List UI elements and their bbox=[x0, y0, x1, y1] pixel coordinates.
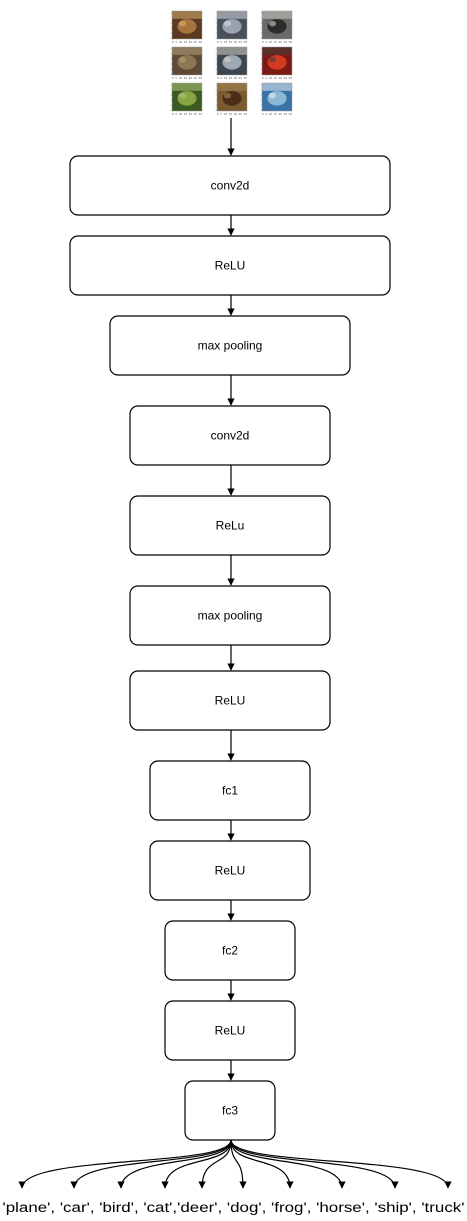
axis-tick-labels: 0 5 10 15 20 25 30 bbox=[262, 40, 292, 44]
layer-box-conv2d-1: conv2d bbox=[69, 155, 391, 216]
layer-label: ReLU bbox=[215, 1024, 246, 1038]
axis-tick-labels: 0 5 10 15 20 25 30 bbox=[217, 76, 247, 80]
layer-box-frame bbox=[164, 1000, 296, 1061]
layer-box-frame bbox=[164, 920, 296, 981]
input-image-truck: 0 5 10 15 20 25 30 bbox=[215, 10, 248, 44]
output-arrow-plane bbox=[18, 1139, 232, 1189]
layer-box-fc2: fc2 bbox=[164, 920, 296, 981]
axis-tick-labels: 0 5 10 15 20 25 30 bbox=[217, 40, 247, 44]
layer-box-relu-2: ReLu bbox=[129, 495, 331, 556]
input-image-truck-2: 0 5 10 15 20 25 30 bbox=[260, 10, 293, 44]
input-image-deer: 0 5 10 15 20 25 30 bbox=[170, 46, 203, 80]
layer-box-frame bbox=[149, 760, 311, 821]
layer-label: fc1 bbox=[222, 784, 238, 798]
layer-box-relu-4: ReLU bbox=[149, 840, 311, 901]
output-arrow-horse bbox=[230, 1139, 346, 1189]
layer-box-max-pooling-1: max pooling bbox=[109, 315, 351, 376]
output-arrow-deer bbox=[198, 1139, 232, 1189]
layer-label: max pooling bbox=[198, 609, 263, 623]
output-arrow-dog bbox=[230, 1139, 247, 1189]
layer-box-relu-3: ReLU bbox=[129, 670, 331, 731]
layer-box-frame bbox=[129, 495, 331, 556]
layer-box-fc3: fc3 bbox=[184, 1080, 276, 1141]
layer-label: max pooling bbox=[198, 339, 263, 353]
layer-label: ReLU bbox=[215, 259, 246, 273]
output-arrow-frog bbox=[230, 1139, 294, 1189]
axis-tick-labels: 0 5 10 15 20 25 30 bbox=[172, 112, 202, 116]
input-image-grid: 0 5 10 15 20 25 30 0 5 10 15 20 25 30 0 5 … bbox=[170, 10, 293, 116]
layer-label: fc2 bbox=[222, 944, 238, 958]
layer-box-frame bbox=[69, 235, 391, 296]
input-image-bird: 0 5 10 15 20 25 30 bbox=[170, 82, 203, 116]
axis-tick-labels: 0 5 10 15 20 25 30 bbox=[217, 112, 247, 116]
layer-box-frame bbox=[129, 405, 331, 466]
layer-box-relu-1: ReLU bbox=[69, 235, 391, 296]
output-arrow-ship bbox=[230, 1139, 399, 1189]
output-arrow-cat bbox=[161, 1139, 232, 1189]
output-arrow-car bbox=[70, 1139, 232, 1189]
layer-label: conv2d bbox=[211, 429, 250, 443]
layer-box-frame bbox=[149, 840, 311, 901]
layer-box-relu-5: ReLU bbox=[164, 1000, 296, 1061]
layer-box-frame bbox=[69, 155, 391, 216]
layer-box-conv2d-2: conv2d bbox=[129, 405, 331, 466]
output-arrow-truck bbox=[230, 1139, 452, 1189]
output-fan-arrows bbox=[18, 1139, 452, 1189]
layer-box-frame bbox=[184, 1080, 276, 1141]
axis-tick-labels: 0 5 10 15 20 25 30 bbox=[172, 76, 202, 80]
axis-tick-labels: 0 5 10 15 20 25 30 bbox=[262, 76, 292, 80]
input-image-ship: 0 5 10 15 20 25 30 bbox=[260, 82, 293, 116]
axis-tick-labels: 0 5 10 15 20 25 30 bbox=[172, 40, 202, 44]
input-image-car-2: 0 5 10 15 20 25 30 bbox=[260, 46, 293, 80]
input-image-frog: 0 5 10 15 20 25 30 bbox=[170, 10, 203, 44]
layer-box-frame bbox=[129, 585, 331, 646]
input-image-car: 0 5 10 15 20 25 30 bbox=[215, 46, 248, 80]
layer-label: ReLU bbox=[215, 864, 246, 878]
layer-box-max-pooling-2: max pooling bbox=[129, 585, 331, 646]
output-arrow-bird bbox=[117, 1139, 232, 1189]
layer-label: ReLU bbox=[215, 694, 246, 708]
layer-box-frame bbox=[109, 315, 351, 376]
layer-label: fc3 bbox=[222, 1104, 238, 1118]
layer-box-fc1: fc1 bbox=[149, 760, 311, 821]
layer-label: conv2d bbox=[211, 179, 250, 193]
layer-label: ReLu bbox=[216, 519, 245, 533]
output-class-labels: 'plane', 'car', 'bird', 'cat','deer', 'd… bbox=[3, 1200, 465, 1215]
axis-tick-labels: 0 5 10 15 20 25 30 bbox=[262, 112, 292, 116]
input-image-horse: 0 5 10 15 20 25 30 bbox=[215, 82, 248, 116]
layer-box-frame bbox=[129, 670, 331, 731]
